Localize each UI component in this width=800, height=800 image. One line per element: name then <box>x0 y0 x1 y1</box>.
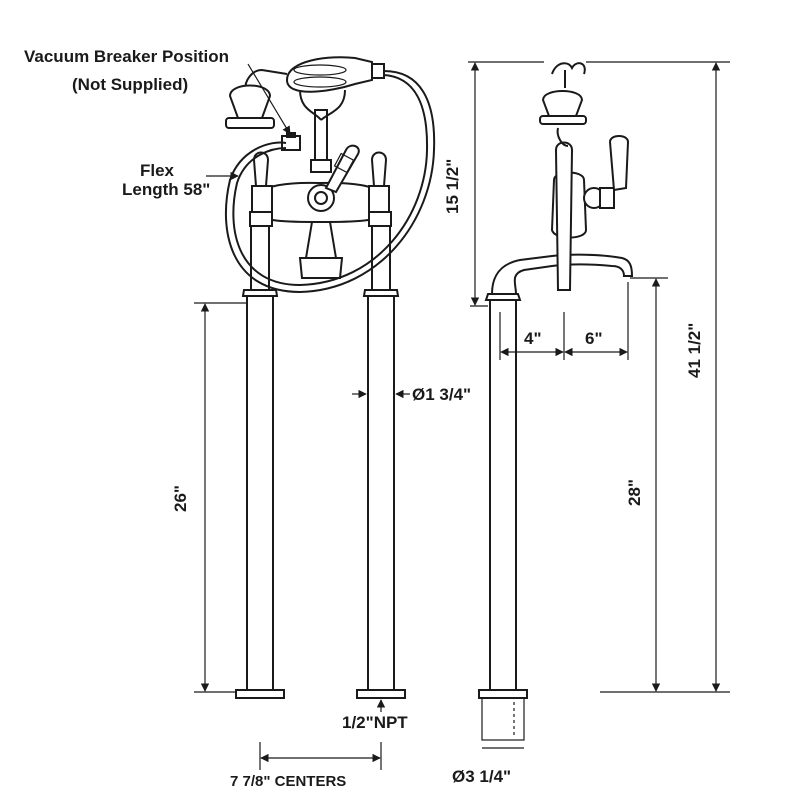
mixer-body <box>249 89 392 279</box>
flex-label: Flex <box>140 161 175 180</box>
left-riser <box>235 225 285 699</box>
side-dimension-lines <box>468 61 730 749</box>
flex-length-label: Length 58" <box>122 180 211 199</box>
right-riser <box>356 225 406 699</box>
not-supplied-label: (Not Supplied) <box>72 75 189 94</box>
front-view <box>224 56 436 699</box>
riser-height-side-label: 28" <box>625 479 644 506</box>
side-view <box>478 62 634 741</box>
offset-4-label: 4" <box>524 329 542 348</box>
centers-label: 7 7/8" CENTERS <box>230 773 347 790</box>
vacuum-breaker-leader <box>247 63 291 135</box>
npt-connection-label: 1/2"NPT <box>342 713 408 732</box>
hand-shower <box>225 56 385 129</box>
vacuum-breaker <box>281 132 301 151</box>
faucet-height-label: 15 1/2" <box>443 158 462 214</box>
riser-diameter-label: Ø1 3/4" <box>412 385 472 404</box>
riser-height-front-label: 26" <box>171 485 190 512</box>
offset-6-label: 6" <box>585 329 603 348</box>
front-dimension-lines <box>194 302 410 770</box>
total-height-label: 41 1/2" <box>685 322 704 378</box>
base-diameter-label: Ø3 1/4" <box>452 767 512 786</box>
vacuum-breaker-label: Vacuum Breaker Position <box>24 47 230 66</box>
